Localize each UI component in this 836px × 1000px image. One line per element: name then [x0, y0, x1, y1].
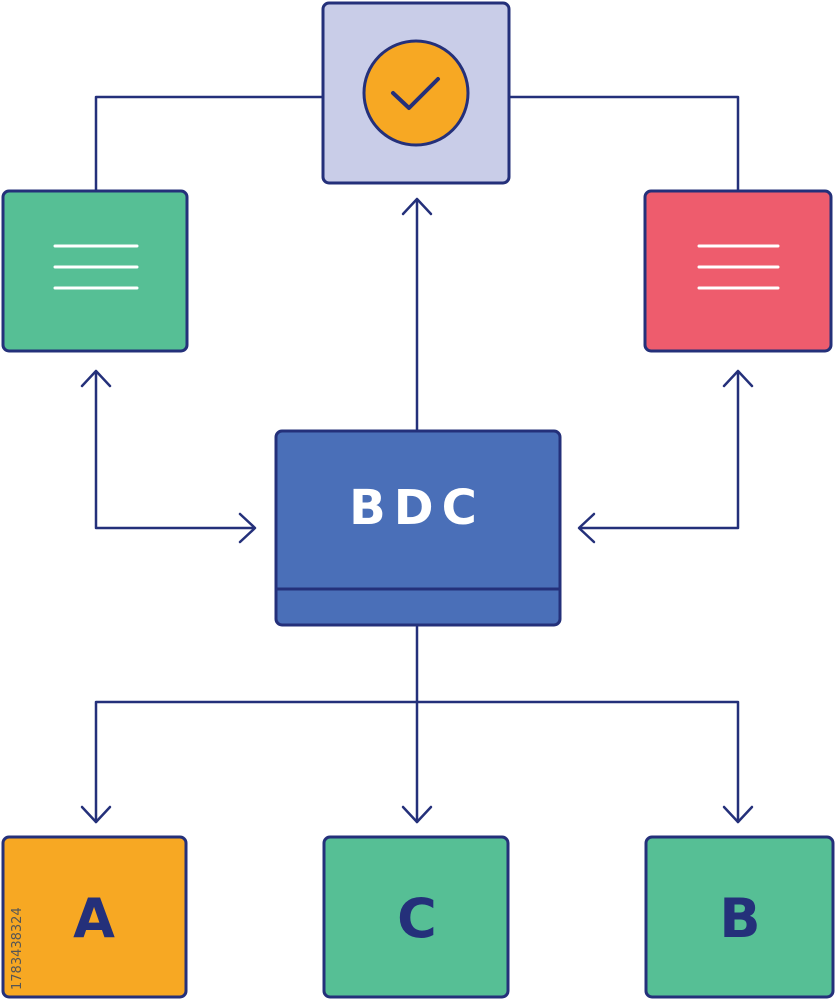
arrowhead-box-c [401, 805, 433, 824]
arrowhead-center-right [577, 512, 596, 544]
stock-image-id: 1783438324 [10, 907, 25, 990]
connector-right-doc-to-approval [508, 95, 740, 192]
arrowhead-box-b [722, 805, 754, 824]
left-document-box [1, 189, 189, 353]
center-box: BDC [274, 429, 562, 627]
box-c-label: C [397, 887, 437, 950]
box-a: A [1, 835, 188, 999]
document-lines-icon [697, 244, 780, 290]
box-c: C [322, 835, 510, 999]
arrowhead-right-doc [722, 369, 754, 388]
connector-left-doc-to-center [94, 370, 256, 530]
arrowhead-approval [401, 197, 433, 216]
connectors [80, 95, 754, 824]
check-circle-icon [362, 39, 470, 147]
box-b: B [644, 835, 835, 999]
document-lines-icon [53, 244, 139, 290]
box-a-label: A [73, 887, 115, 950]
approval-box [321, 1, 511, 185]
right-document-box [643, 189, 833, 353]
box-b-label: B [719, 887, 760, 950]
arrowhead-left-doc [80, 369, 112, 388]
connector-bottom-bus [94, 700, 740, 824]
connector-right-doc-to-center [578, 370, 740, 530]
arrowhead-box-a [80, 805, 112, 824]
connector-left-doc-to-approval [94, 95, 325, 192]
arrowhead-center-left [238, 512, 257, 544]
center-label: BDC [349, 480, 485, 536]
